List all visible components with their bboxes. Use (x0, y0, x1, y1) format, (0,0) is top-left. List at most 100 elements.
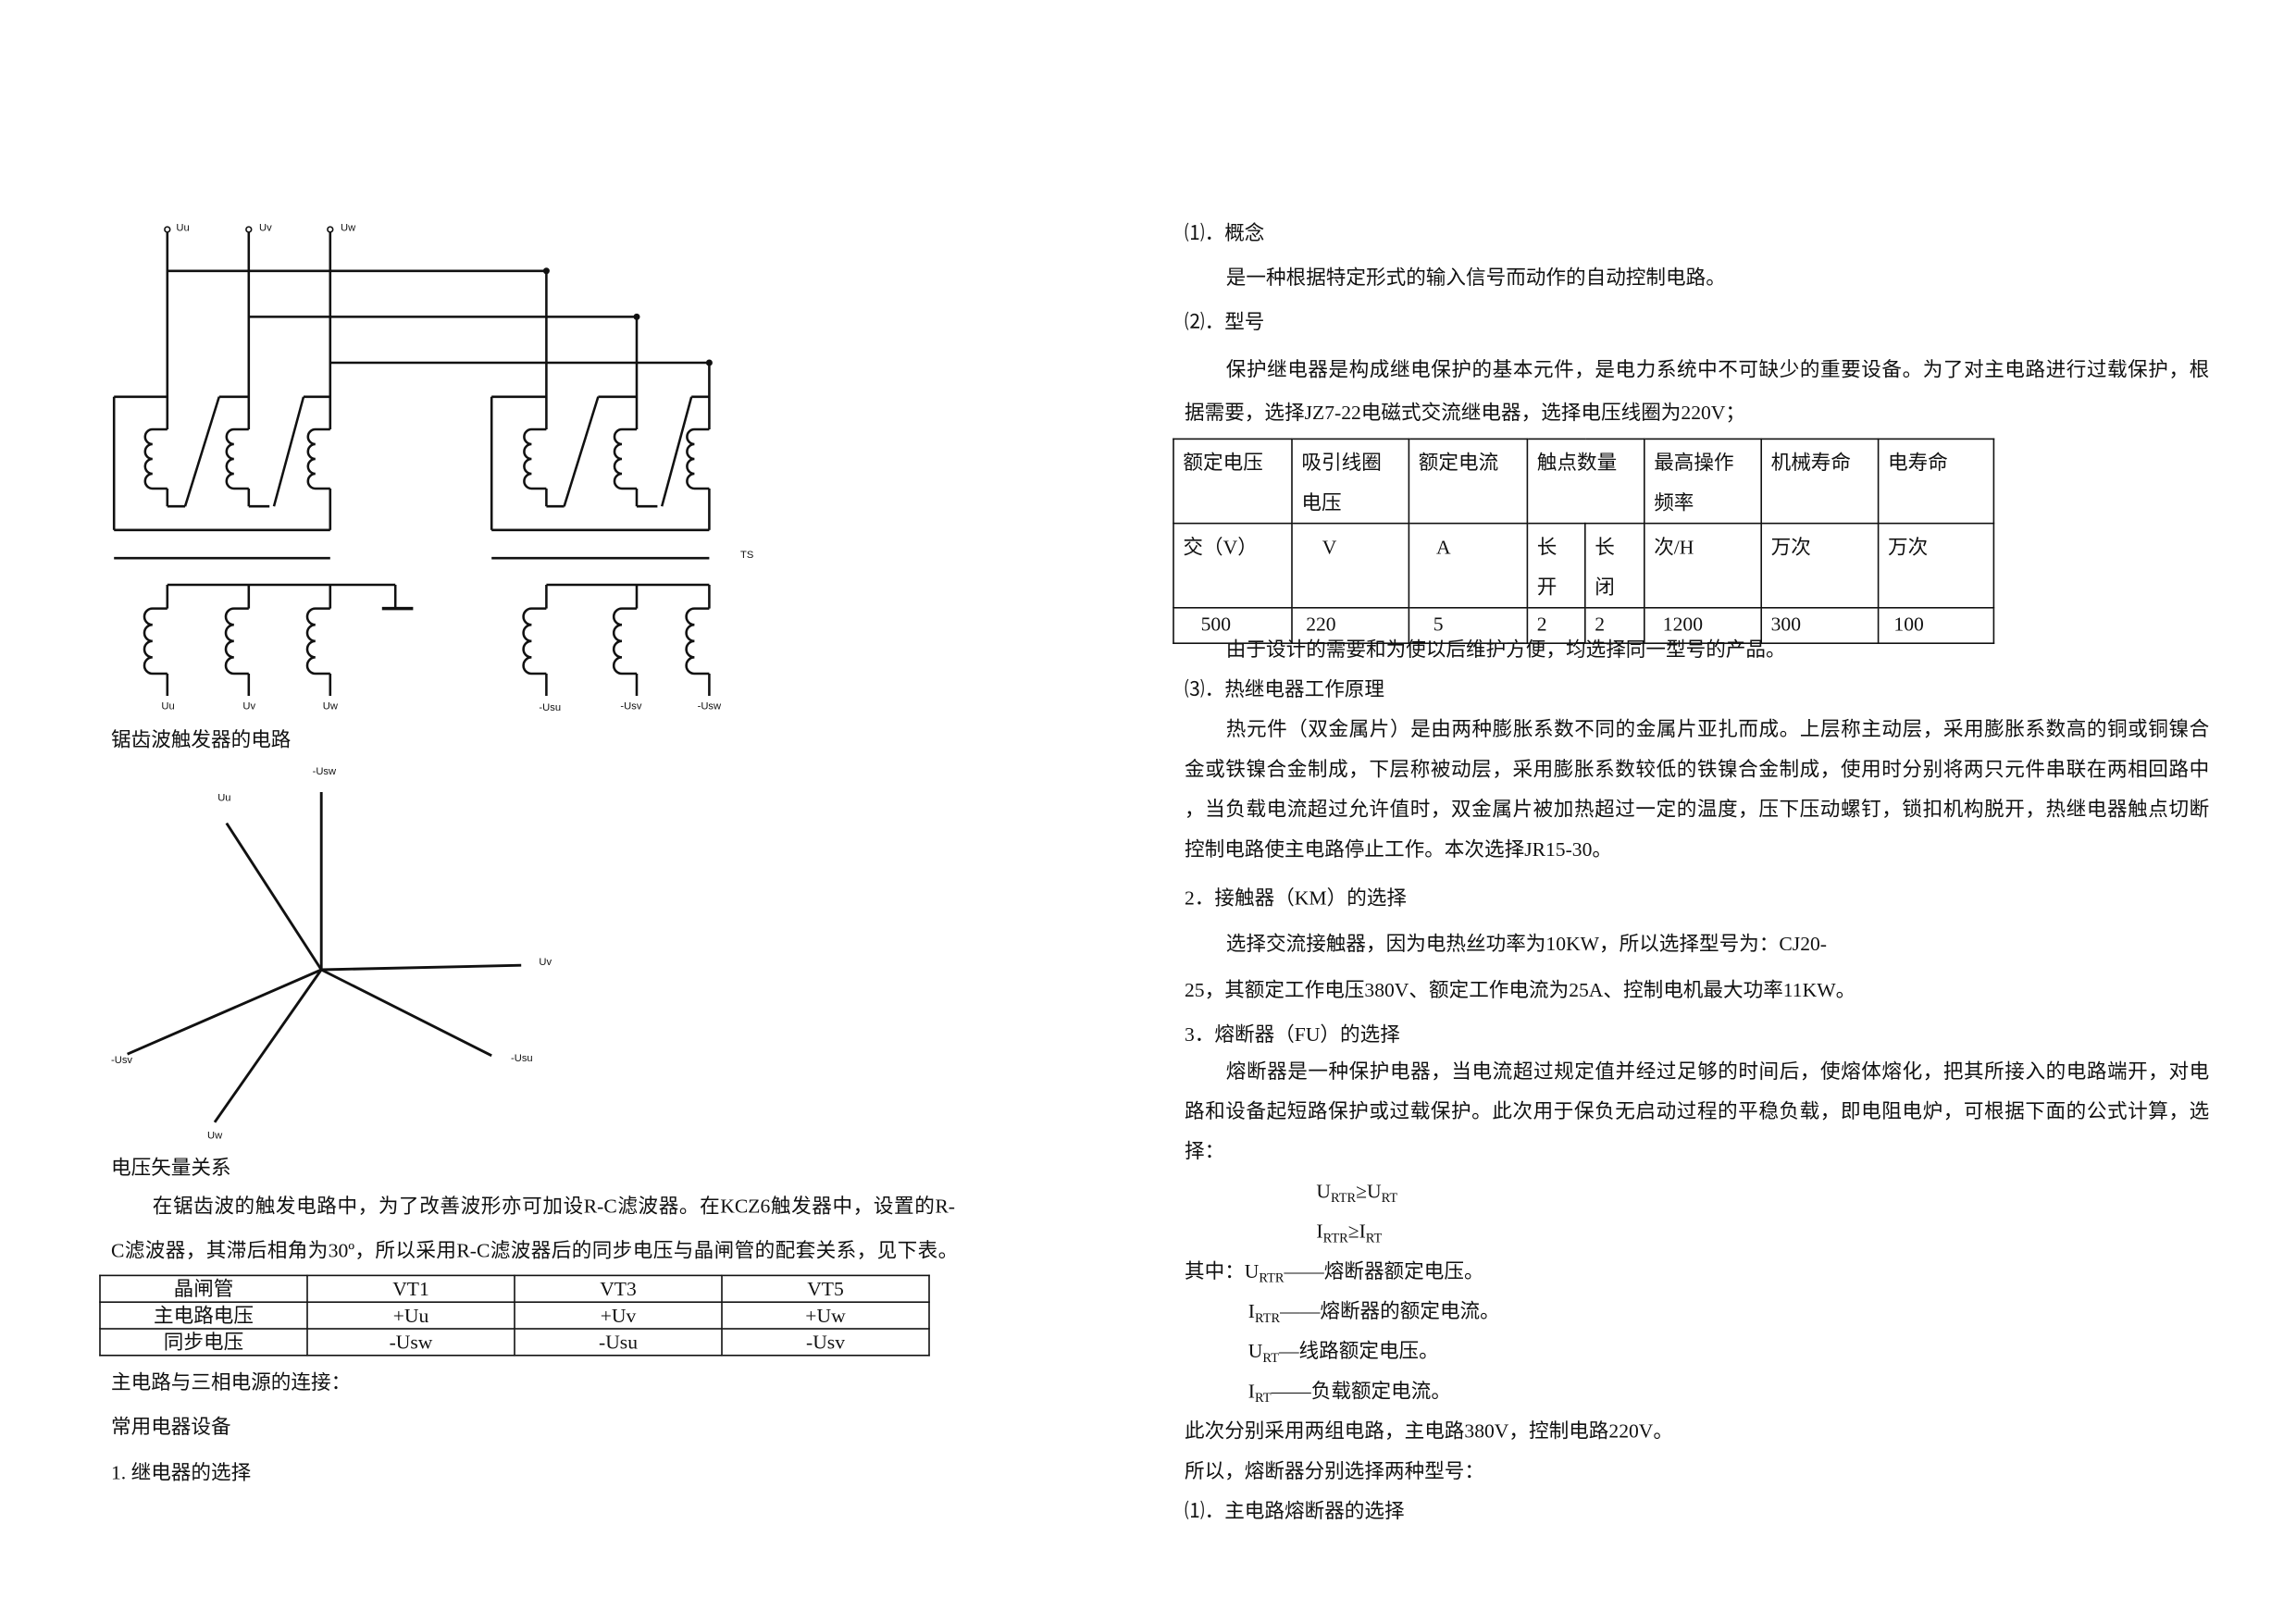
formula-sub: RT (1365, 1230, 1383, 1245)
table-cell: VT3 (514, 1274, 723, 1304)
paragraph-line: 选择交流接触器，因为电热丝功率为10KW，所以选择型号为：CJ20- (1225, 933, 1827, 955)
coil-winding-icon (224, 607, 249, 675)
coil-winding-icon (613, 427, 638, 490)
table-cell: 长闭 (1584, 522, 1645, 609)
formula-sub: RTR (1322, 1230, 1348, 1245)
section-heading: 1. 继电器的选择 (111, 1461, 252, 1484)
table-cell: 晶闸管 (99, 1274, 308, 1304)
header-line: 最高操作 (1654, 452, 1734, 474)
paragraph-line: ，当负载电流超过允许值时，双金属片被加热超过一定的温度，压下压动螺钉，锁扣机构脱… (1185, 798, 2210, 821)
vector-label: Uw (207, 1131, 223, 1142)
definition-line: IRT——负载额定电流。 (1248, 1379, 1451, 1406)
header-line: 频率 (1654, 491, 1694, 514)
text-line: 所以，熔断器分别选择两种型号： (1185, 1459, 1484, 1482)
vector-uu (225, 822, 323, 971)
def-text: ——熔断器的额定电流。 (1280, 1299, 1500, 1322)
paragraph-line: 择： (1185, 1140, 1225, 1162)
table-row: 交（V） V A 长开 长闭 次/H 万次 万次 (1173, 522, 1995, 609)
table-cell: 万次 (1877, 522, 1995, 609)
table-cell: 触点数量 (1526, 438, 1645, 525)
paragraph-line: 25，其额定工作电压380V、额定工作电流为25A、控制电机最大功率11KW。 (1185, 978, 1856, 1001)
table-cell: 万次 (1760, 522, 1880, 609)
paragraph-line: 控制电路使主电路停止工作。本次选择JR15-30。 (1185, 837, 1613, 861)
section-heading: ⑵．型号 (1185, 311, 1265, 333)
secondary-label: Uu (161, 701, 175, 712)
definition-line: 其中：URTR——熔断器额定电压。 (1185, 1258, 1484, 1285)
formula-sub: RTR (1331, 1190, 1357, 1206)
table-cell: +Uw (721, 1301, 930, 1330)
paragraph-line: C滤波器，其滞后相角为30º，所以采用R-C滤波器后的同步电压与晶闸管的配套关系… (111, 1239, 959, 1262)
cell-line: 长 (1595, 536, 1615, 559)
table-cell: 220 (1291, 606, 1410, 645)
coil-winding-icon (612, 607, 638, 675)
formula-voltage: URTR≥URT (1316, 1179, 1397, 1206)
coil-winding-icon (305, 607, 330, 675)
table-cell: 吸引线圈电压 (1291, 438, 1410, 525)
table-cell: 2 (1584, 606, 1645, 645)
table-cell: 额定电压 (1173, 438, 1293, 525)
section-heading: ⑴．主电路熔断器的选择 (1185, 1499, 1405, 1522)
section-heading: 常用电器设备 (111, 1415, 231, 1438)
paragraph-line: 熔断器是一种保护电器，当电流超过规定值并经过足够的时间后，使熔体熔化，把其所接入… (1225, 1059, 2210, 1083)
def-symbol: I (1247, 1299, 1255, 1322)
terminal-icon (164, 226, 171, 233)
def-text: —线路额定电压。 (1278, 1340, 1439, 1362)
core-slant (183, 396, 221, 507)
secondary-label: -Usv (620, 701, 642, 712)
paragraph-line: 保护继电器是构成继电保护的基本元件，是电力系统中不可缺少的重要设备。为了对主电路… (1225, 358, 2210, 381)
table-cell: -Usw (306, 1328, 515, 1357)
table-header-row: 额定电压 吸引线圈电压 额定电流 触点数量 最高操作频率 机械寿命 电寿命 (1173, 438, 1995, 525)
section-heading: 2．接触器（KM）的选择 (1185, 886, 1408, 910)
table-cell: 主电路电压 (99, 1301, 308, 1330)
core-slant (272, 396, 305, 507)
secondary-label: -Usw (697, 701, 722, 712)
def-text: ——熔断器额定电压。 (1284, 1259, 1484, 1282)
def-symbol: 其中：U (1185, 1259, 1260, 1282)
def-sub: RT (1262, 1350, 1279, 1366)
coil-winding-icon (306, 427, 330, 490)
table-cell: 300 (1760, 606, 1880, 645)
section-heading: ⑶．热继电器工作原理 (1185, 677, 1384, 700)
thyristor-sync-table: 晶闸管 VT1 VT3 VT5 主电路电压 +Uu +Uv +Uw 同步电压 -… (99, 1274, 930, 1357)
coil-winding-icon (225, 427, 249, 490)
secondary-label: Uw (322, 701, 338, 712)
text-line: 此次分别采用两组电路，主电路380V，控制电路220V。 (1185, 1419, 1673, 1443)
vector-uv (321, 963, 522, 972)
table-cell: 次/H (1644, 522, 1763, 609)
table-cell: 长开 (1526, 522, 1586, 609)
table-row: 同步电压 -Usw -Usu -Usv (99, 1328, 930, 1357)
terminal-icon (245, 226, 253, 233)
table-row: 主电路电压 +Uu +Uv +Uw (99, 1301, 930, 1330)
paragraph-line: 在锯齿波的触发电路中，为了改善波形亦可加设R-C滤波器。在KCZ6触发器中，设置… (152, 1195, 956, 1218)
table-cell: 2 (1526, 606, 1586, 645)
table-cell: 最高操作频率 (1644, 438, 1763, 525)
table-row: 500 220 5 2 2 1200 300 100 (1173, 606, 1995, 645)
core-slant (563, 396, 600, 507)
def-sub: RTR (1255, 1310, 1281, 1325)
terminal-label: Uu (176, 223, 190, 234)
coil-winding-icon (143, 427, 168, 490)
formula-current: IRTR≥IRT (1316, 1219, 1382, 1245)
def-symbol: I (1247, 1380, 1255, 1403)
coil-winding-icon (686, 427, 710, 490)
formula-part: ≥I (1347, 1220, 1366, 1243)
header-line: 吸引线圈 (1301, 452, 1382, 474)
terminal-icon (327, 226, 334, 233)
terminal-label: Uv (259, 223, 272, 234)
vector-label: -Usu (511, 1054, 533, 1065)
vector-uw (213, 969, 323, 1123)
header-line: 电压 (1301, 491, 1342, 514)
vector-neg-usv (127, 968, 322, 1056)
coil-winding-icon (523, 427, 547, 490)
table-cell: 1200 (1644, 606, 1763, 645)
terminal-label: Uw (341, 223, 356, 234)
table-cell: VT5 (721, 1274, 930, 1304)
table-cell: +Uv (514, 1301, 723, 1330)
definition-line: IRTR——熔断器的额定电流。 (1248, 1298, 1500, 1325)
cell-line: 开 (1536, 576, 1558, 599)
text-line: 由于设计的需要和为使以后维护方便，均选择同一型号的产品。 (1225, 638, 1786, 661)
cell-line: 闭 (1595, 576, 1615, 599)
formula-part: U (1316, 1180, 1331, 1203)
paragraph-line: 金或铁镍合金制成，下层称被动层，采用膨胀系数较低的铁镍合金制成，使用时分别将两只… (1185, 758, 2210, 781)
